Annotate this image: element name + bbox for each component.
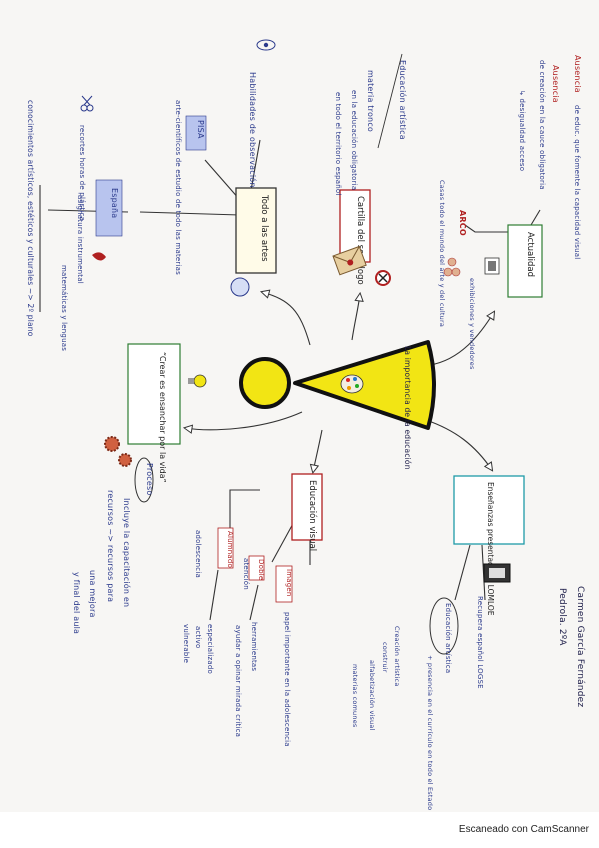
scroll-icon: [483, 563, 511, 583]
scanned-page: La importancia de la educación Todo a la…: [0, 0, 599, 812]
arts-observation: Habilidades de observación: [248, 72, 258, 188]
ensenanzas-materias: materias comunes: [351, 664, 359, 728]
pisa-tag: [185, 115, 207, 151]
easel-icon: [484, 257, 500, 275]
espana-tag-label: España: [110, 188, 119, 218]
cartilla-edu-obligatoria: en la educación obligatoria: [350, 90, 358, 190]
arts-recortes: recortes horas de plástica: [78, 125, 86, 221]
quote-text: “Crear es ensanchar por la vida”: [158, 352, 167, 483]
alumnado-tag-label: Alumnado: [226, 531, 234, 568]
ausencia2-prefix: Ausencia: [551, 65, 560, 103]
author-course: Pedrola. 2ºA: [557, 588, 567, 646]
ensenanzas-alfabetizacion: alfabetización visual: [368, 660, 376, 731]
ausencia-prefix: Ausencia: [573, 55, 582, 93]
actualidad-feria: exhibiciones y vendedores: [468, 278, 476, 370]
visual-activo: activo: [194, 626, 202, 648]
people-icon: [443, 257, 461, 277]
palette-icon: [340, 374, 364, 394]
brush-icon: [92, 252, 106, 261]
cartilla-territorio: en todo el territorio español: [334, 92, 342, 196]
arts-box-label: Todo a las artes: [259, 194, 269, 262]
pisa-tag-label: PISA: [196, 120, 205, 139]
prohibited-icon: [375, 270, 391, 286]
process-label: Proceso: [145, 463, 154, 495]
imagen-text: papel importante en la adolescencia: [283, 612, 291, 747]
scanner-footer: Escaneado con CamScanner: [0, 812, 599, 848]
imagen-tag: [275, 565, 293, 603]
scanner-watermark: Escaneado con CamScanner: [458, 824, 589, 835]
imagen-tag-label: Imagen: [285, 569, 293, 597]
arts-branch: Todo a las artes Habilidades de observac…: [26, 39, 277, 351]
arco-text: Casas todo el mundo del arte y del cultu…: [438, 180, 446, 327]
proceso-note-3: una mejora: [88, 570, 97, 618]
ensenanzas-creacion: Creación artística: [393, 626, 401, 687]
alumnado-tag: [217, 527, 234, 569]
proceso-note-1: Incluye la capacitación en: [122, 498, 132, 607]
cartilla-materia-tronco: materia tronco: [366, 70, 375, 132]
lightbulb-icon: [188, 374, 207, 388]
proceso-note-4: y final del aula: [72, 572, 81, 634]
visual-especializado: especializado: [206, 624, 214, 674]
doble-text: atención: [242, 558, 250, 590]
yellow-cone: [293, 340, 436, 430]
process-bubble: [134, 457, 154, 503]
gears-icon: [104, 436, 132, 467]
visual-vulnerable: vulnerable: [182, 624, 190, 663]
arco-label: ARCO: [458, 210, 467, 236]
cartilla-box-label: Cartilla del sociólogo: [355, 196, 366, 285]
visual-herramientas: herramientas: [250, 622, 258, 671]
pisa-text: arte-científicos de estudio de todo las …: [174, 100, 182, 275]
doble-tag-label: Doble: [257, 559, 265, 580]
visual-branch: Educación visual Imagen papel importante…: [182, 473, 323, 747]
cartilla-branch: Cartilla del sociólogo Educación artísti…: [332, 53, 408, 286]
ensenanzas-construir: construir: [381, 642, 389, 673]
ensenanzas-recupera: Recupera español LOGSE: [476, 596, 484, 689]
proceso-note-2: recursos ~> recursos para: [106, 490, 115, 602]
cartilla-edu-artistica: Educación artística: [398, 60, 408, 140]
author-block: Carmen García Fernández Pedrola. 2ºA: [557, 586, 585, 707]
center-title: La importancia de la educación: [403, 346, 412, 470]
actualidad-branch: Actualidad Ausencia de educ. que fomente…: [438, 55, 582, 370]
author-name: Carmen García Fernández: [575, 586, 585, 707]
arts-conocimientos: conocimientos artísticos, estéticos y cu…: [26, 100, 35, 337]
central-topic: La importancia de la educación: [239, 340, 436, 470]
edu-artistica-bubble: [429, 597, 459, 655]
arts-mas-lenguas: matemáticas y lenguas: [60, 265, 68, 351]
actualidad-desigualdad: ↳ desigualdad acceso: [518, 90, 526, 171]
doble-tag: [248, 555, 265, 581]
alumnado-text: adolescencia: [194, 530, 202, 578]
ensenanzas-branch: Enseñanzas presentadas a LOMLOE Recupera…: [351, 475, 525, 812]
actualidad-ausencia: de educ. que fomente la capacidad visual: [573, 105, 581, 259]
face-icon: [230, 277, 250, 297]
actualidad-ausencia2: de creación en la cauce obligatoria: [538, 60, 546, 190]
ensenanzas-presencia: + presencia en el currículo en todo el E…: [426, 655, 434, 812]
ensenanzas-box-label: Enseñanzas presentadas a LOMLOE: [486, 482, 495, 616]
envelope-icon: [332, 245, 367, 276]
visual-ayudar: ayudar a opinar mirada crítica: [234, 625, 242, 737]
arts-asignatura: asignatura instrumental: [76, 195, 84, 284]
espana-tag: [95, 179, 123, 237]
eye-icon: [256, 39, 276, 51]
quote-branch: “Crear es ensanchar por la vida” Proceso…: [72, 343, 207, 634]
strikeout-line: [377, 53, 403, 149]
mind-map: La importancia de la educación Todo a la…: [26, 39, 585, 812]
yellow-circle: [239, 357, 291, 409]
scissors-icon: [80, 95, 94, 112]
ensenanzas-edu-artistica: Educación artística: [444, 603, 452, 673]
visual-box-label: Educación visual: [307, 480, 318, 551]
actualidad-box-label: Actualidad: [525, 232, 535, 277]
